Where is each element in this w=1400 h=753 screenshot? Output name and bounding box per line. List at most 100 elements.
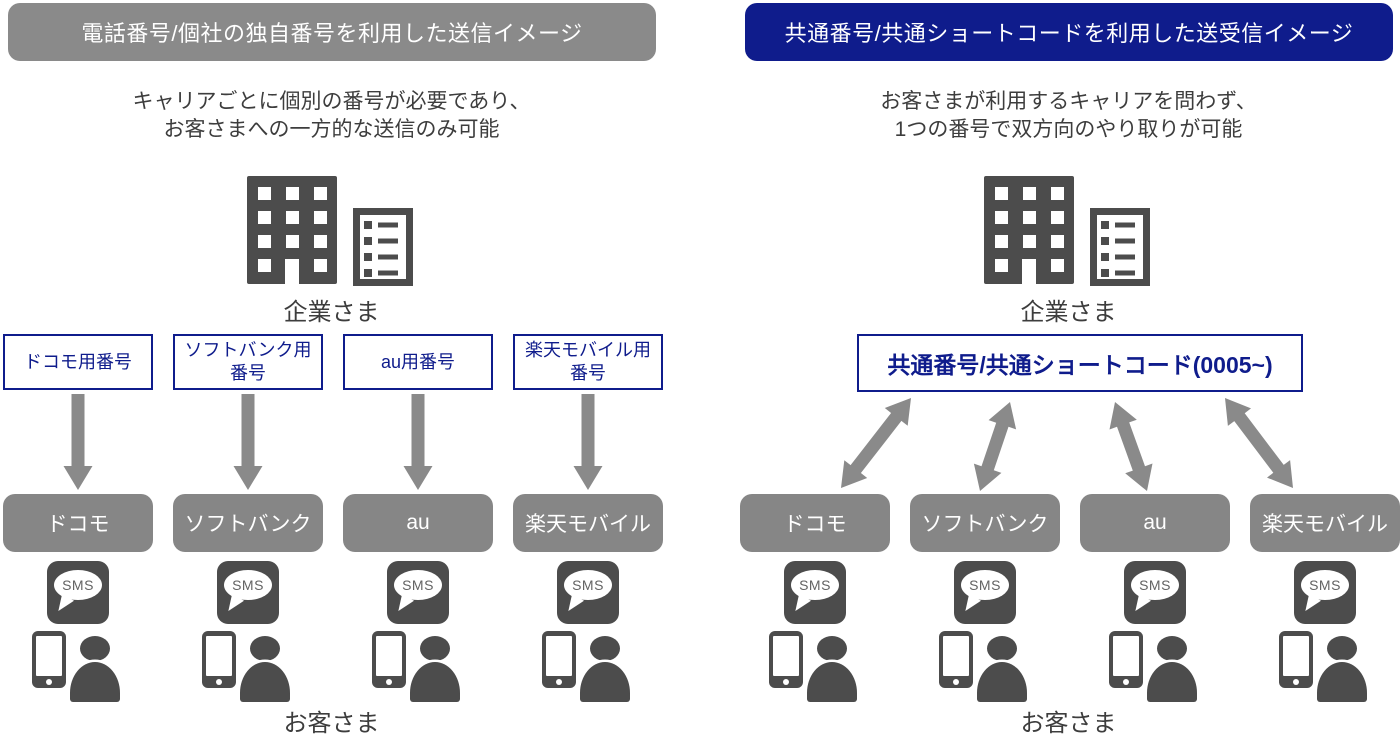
down-arrow bbox=[403, 394, 433, 490]
person-head-icon bbox=[420, 636, 450, 661]
building-door bbox=[1022, 259, 1036, 284]
smartphone-icon bbox=[202, 631, 236, 688]
company-label: 企業さま bbox=[283, 299, 380, 326]
phone-home-button bbox=[216, 679, 222, 685]
speech-bubble: SMS bbox=[791, 570, 839, 600]
sms-label: SMS bbox=[232, 577, 264, 593]
smartphone-icon bbox=[939, 631, 973, 688]
speech-bubble: SMS bbox=[564, 570, 612, 600]
phone-home-button bbox=[783, 679, 789, 685]
phone-home-button bbox=[386, 679, 392, 685]
down-arrow bbox=[63, 394, 93, 490]
sms-label: SMS bbox=[402, 577, 434, 593]
number-box-rakuten: 楽天モバイル用 番号 bbox=[513, 334, 663, 390]
sms-icon: SMS bbox=[217, 561, 279, 624]
smartphone-icon bbox=[372, 631, 406, 688]
phone-home-button bbox=[556, 679, 562, 685]
common-number-box: 共通番号/共通ショートコード(0005~) bbox=[857, 334, 1303, 392]
phone-screen bbox=[376, 636, 402, 676]
speech-bubble: SMS bbox=[1131, 570, 1179, 600]
speech-bubble: SMS bbox=[394, 570, 442, 600]
smartphone-icon bbox=[542, 631, 576, 688]
phone-screen bbox=[546, 636, 572, 676]
small-building bbox=[1090, 208, 1150, 286]
speech-bubble: SMS bbox=[1301, 570, 1349, 600]
customer-icon-group bbox=[1279, 630, 1371, 702]
down-arrow bbox=[573, 394, 603, 490]
person-body-icon bbox=[977, 662, 1027, 702]
sms-icon: SMS bbox=[954, 561, 1016, 624]
company-buildings-icon bbox=[984, 176, 1150, 286]
carrier-box-docomo: ドコモ bbox=[740, 494, 890, 552]
phone-home-button bbox=[1293, 679, 1299, 685]
number-box-au: au用番号 bbox=[343, 334, 493, 390]
person-head-icon bbox=[817, 636, 847, 661]
person-head-icon bbox=[1327, 636, 1357, 661]
speech-bubble: SMS bbox=[961, 570, 1009, 600]
company-buildings-icon bbox=[247, 176, 413, 286]
customer-label: お客さま bbox=[283, 710, 380, 737]
sms-icon: SMS bbox=[47, 561, 109, 624]
carrier-box-au: au bbox=[343, 494, 493, 552]
person-body-icon bbox=[1147, 662, 1197, 702]
phone-screen bbox=[36, 636, 62, 676]
sms-icon: SMS bbox=[784, 561, 846, 624]
person-head-icon bbox=[987, 636, 1017, 661]
left-panel: 電話番号/個社の独自番号を利用した送信イメージ キャリアごとに個別の番号が必要で… bbox=[0, 0, 663, 753]
phone-home-button bbox=[46, 679, 52, 685]
customer-icon-group bbox=[1109, 630, 1201, 702]
customer-label: お客さま bbox=[1020, 710, 1117, 737]
building-windows bbox=[995, 187, 1064, 284]
left-header-badge: 電話番号/個社の独自番号を利用した送信イメージ bbox=[8, 3, 656, 61]
carrier-box-au: au bbox=[1080, 494, 1230, 552]
smartphone-icon bbox=[32, 631, 66, 688]
person-head-icon bbox=[1157, 636, 1187, 661]
right-description: お客さまが利用するキャリアを問わず、 1つの番号で双方向のやり取りが可能 bbox=[737, 88, 1400, 144]
carrier-box-rakuten: 楽天モバイル bbox=[1250, 494, 1400, 552]
big-building bbox=[984, 176, 1074, 284]
customer-icon-group bbox=[769, 630, 861, 702]
sms-label: SMS bbox=[969, 577, 1001, 593]
building-windows bbox=[258, 187, 327, 284]
person-body-icon bbox=[240, 662, 290, 702]
big-building bbox=[247, 176, 337, 284]
person-body-icon bbox=[70, 662, 120, 702]
customer-icon-group bbox=[202, 630, 294, 702]
number-box-docomo: ドコモ用番号 bbox=[3, 334, 153, 390]
customer-icon-group bbox=[372, 630, 464, 702]
company-label: 企業さま bbox=[1020, 299, 1117, 326]
person-head-icon bbox=[80, 636, 110, 661]
phone-screen bbox=[1283, 636, 1309, 676]
sms-icon: SMS bbox=[557, 561, 619, 624]
right-description-line1: お客さまが利用するキャリアを問わず、 bbox=[880, 90, 1257, 113]
phone-screen bbox=[206, 636, 232, 676]
right-panel: 共通番号/共通ショートコードを利用した送受信イメージ お客さまが利用するキャリア… bbox=[737, 0, 1400, 753]
person-body-icon bbox=[580, 662, 630, 702]
sms-label: SMS bbox=[62, 577, 94, 593]
bidirectional-arrow bbox=[1225, 398, 1293, 488]
bidirectional-arrow bbox=[1109, 402, 1153, 491]
right-description-line2: 1つの番号で双方向のやり取りが可能 bbox=[894, 118, 1243, 141]
person-head-icon bbox=[590, 636, 620, 661]
building-door bbox=[285, 259, 299, 284]
sms-icon: SMS bbox=[1124, 561, 1186, 624]
person-body-icon bbox=[1317, 662, 1367, 702]
phone-home-button bbox=[1123, 679, 1129, 685]
speech-bubble: SMS bbox=[224, 570, 272, 600]
phone-screen bbox=[943, 636, 969, 676]
bidirectional-arrow bbox=[841, 398, 911, 488]
sms-icon: SMS bbox=[1294, 561, 1356, 624]
carrier-box-rakuten: 楽天モバイル bbox=[513, 494, 663, 552]
customer-icon-group bbox=[542, 630, 634, 702]
left-description-line1: キャリアごとに個別の番号が必要であり、 bbox=[132, 90, 531, 113]
person-body-icon bbox=[410, 662, 460, 702]
small-building bbox=[353, 208, 413, 286]
left-description-line2: お客さまへの一方的な送信のみ可能 bbox=[163, 118, 500, 141]
person-head-icon bbox=[250, 636, 280, 661]
right-header-badge: 共通番号/共通ショートコードを利用した送受信イメージ bbox=[745, 3, 1393, 61]
bidirectional-arrow-layer bbox=[841, 398, 1293, 491]
carrier-box-softbank: ソフトバンク bbox=[173, 494, 323, 552]
number-box-softbank: ソフトバンク用 番号 bbox=[173, 334, 323, 390]
sms-label: SMS bbox=[1309, 577, 1341, 593]
